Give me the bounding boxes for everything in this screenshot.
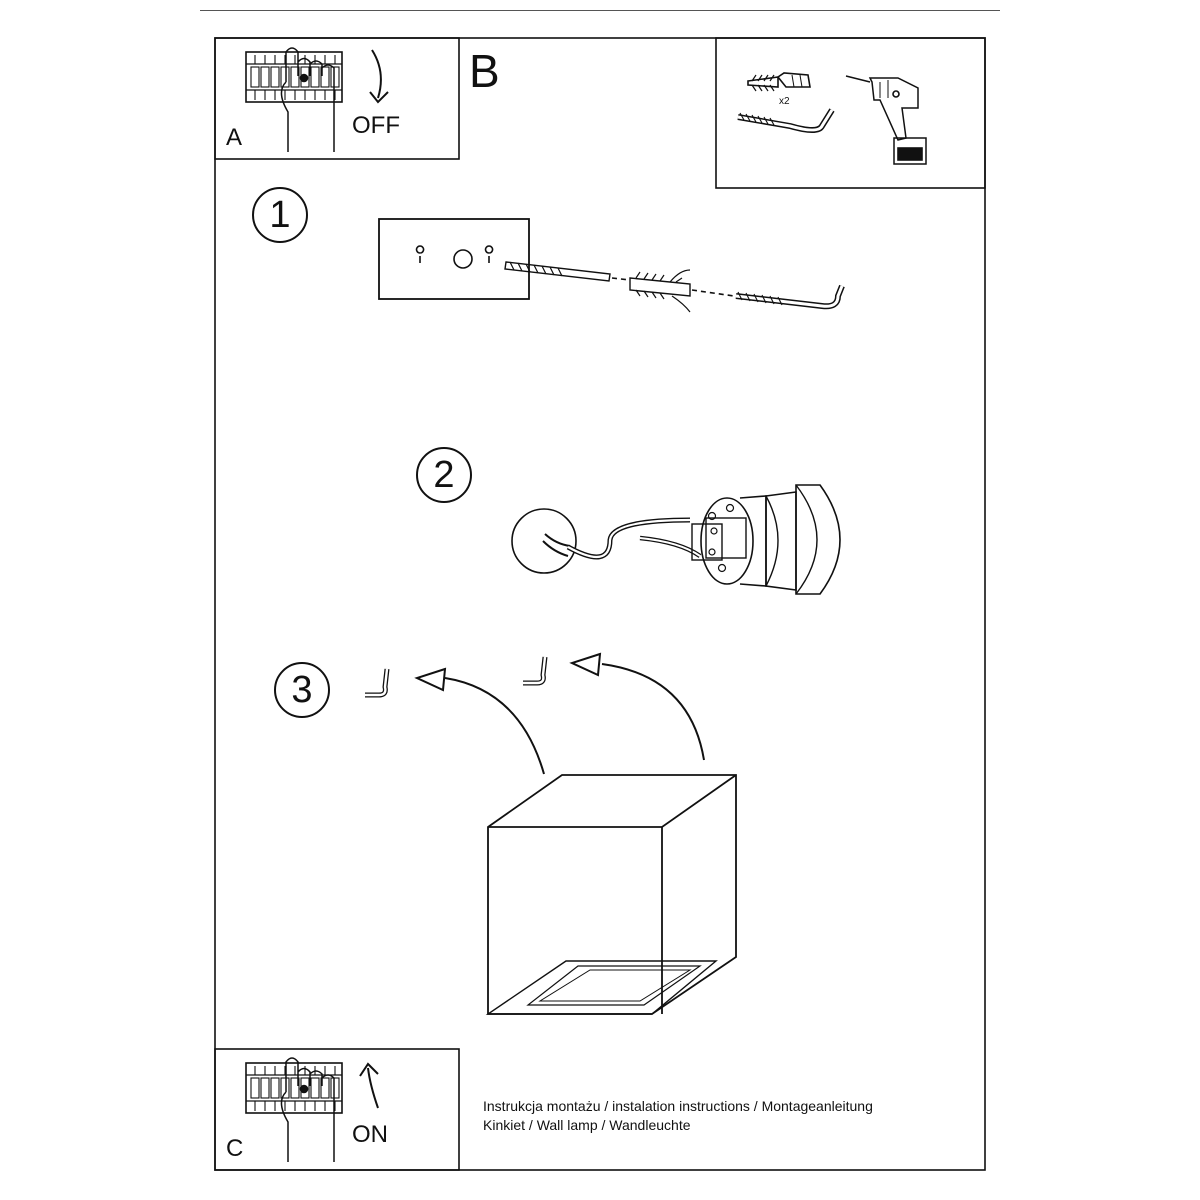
wires-icon — [566, 517, 702, 560]
dash-line-2 — [691, 289, 735, 297]
step-2-number: 2 — [416, 447, 472, 503]
quantity-label: x2 — [779, 96, 790, 107]
arrow-down-off-icon — [369, 49, 389, 104]
l-hook-step1-icon — [735, 284, 845, 310]
wall-plug-step1-icon — [629, 269, 691, 313]
curved-arrow-left-icon — [414, 667, 545, 775]
wall-plug-icon — [747, 72, 811, 92]
step-3-number: 3 — [274, 662, 330, 718]
wall-lamp-cube-icon — [485, 774, 737, 1015]
caption-line-1: Instrukcja montażu / instalation instruc… — [483, 1098, 873, 1114]
caption-line-2: Kinkiet / Wall lamp / Wandleuchte — [483, 1117, 691, 1133]
panel-b-letter: B — [469, 45, 500, 97]
drill-icon — [845, 75, 927, 165]
main-frame — [214, 37, 986, 1171]
dash-line-1 — [611, 277, 631, 281]
curved-arrow-right-icon — [569, 652, 705, 761]
mounting-plate — [378, 218, 530, 300]
off-label: OFF — [352, 112, 400, 139]
l-hook-screw-icon — [737, 108, 835, 133]
arrow-up-on-icon — [359, 1062, 379, 1109]
step-1-number: 1 — [252, 187, 308, 243]
breaker-panel-a-icon — [245, 51, 343, 103]
panel-a-frame — [214, 37, 460, 160]
panel-a-letter: A — [226, 124, 243, 151]
wall-box-icon — [511, 508, 577, 574]
top-rule — [200, 10, 1000, 11]
panel-c-frame — [214, 1048, 460, 1171]
panel-b-frame — [715, 37, 986, 189]
l-hook-left-icon — [365, 669, 387, 695]
breaker-panel-c-icon — [245, 1062, 343, 1114]
on-label: ON — [352, 1121, 388, 1148]
drill-bit-icon — [504, 261, 611, 282]
l-hook-right-icon — [523, 657, 545, 683]
panel-c-letter: C — [226, 1135, 244, 1162]
lamp-socket-icon — [691, 484, 841, 595]
